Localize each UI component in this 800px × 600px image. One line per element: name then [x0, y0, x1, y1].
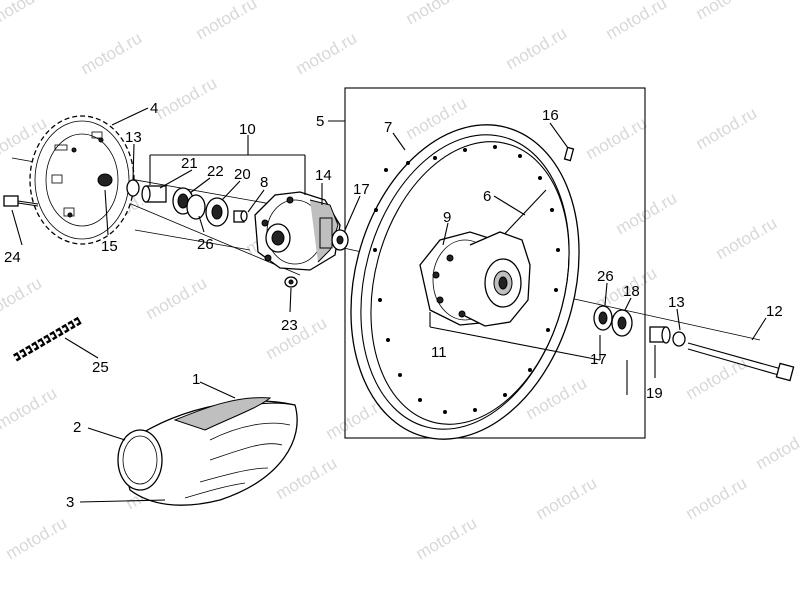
svg-text:motod.ru: motod.ru: [683, 353, 751, 403]
tyre-section: [117, 397, 298, 506]
callout-17-right: 17: [590, 351, 607, 368]
svg-text:motod.ru: motod.ru: [413, 513, 481, 563]
seal-right: [593, 305, 613, 331]
svg-text:motod.ru: motod.ru: [0, 0, 55, 28]
svg-text:motod.ru: motod.ru: [693, 0, 761, 23]
bearing-20: [205, 197, 229, 227]
svg-text:motod.ru: motod.ru: [273, 453, 341, 503]
washer-right: [672, 331, 686, 347]
rear-sprocket: [29, 115, 135, 245]
svg-text:motod.ru: motod.ru: [613, 188, 681, 238]
svg-text:motod.ru: motod.ru: [0, 383, 60, 433]
callout-1: 1: [192, 371, 200, 388]
callout-17-left: 17: [353, 181, 370, 198]
svg-text:motod.ru: motod.ru: [193, 0, 261, 43]
valve-stem: [563, 146, 575, 162]
sprocket-bolt: [3, 195, 39, 207]
svg-text:motod.ru: motod.ru: [143, 273, 211, 323]
callout-labels: 1 2 3 4 5 6 7 8 9 10 11 12 13 13 14 15 1…: [4, 100, 783, 511]
callout-9: 9: [443, 209, 451, 226]
callout-23: 23: [281, 317, 298, 334]
callout-19: 19: [646, 385, 663, 402]
nut-23: [284, 276, 298, 288]
callout-3: 3: [66, 494, 74, 511]
wheel-hub: [419, 231, 531, 327]
svg-text:motod.ru: motod.ru: [293, 28, 361, 78]
callout-15: 15: [101, 238, 118, 255]
bearing-18: [611, 309, 633, 337]
wheel-assembly-frame: [344, 87, 646, 439]
axle-line-sprocket: [134, 229, 251, 251]
spacer-19: [649, 326, 671, 344]
callout-6: 6: [483, 188, 491, 205]
svg-text:motod.ru: motod.ru: [3, 513, 71, 563]
callout-26-right: 26: [597, 268, 614, 285]
callout-18: 18: [623, 283, 640, 300]
spacer-8: [233, 210, 248, 223]
callout-4: 4: [150, 100, 158, 117]
svg-text:motod.ru: motod.ru: [753, 423, 800, 473]
svg-text:motod.ru: motod.ru: [0, 273, 45, 323]
spacer-17-left: [331, 229, 349, 251]
callout-16: 16: [542, 107, 559, 124]
svg-text:motod.ru: motod.ru: [603, 0, 671, 43]
axle-shaft: [687, 342, 795, 382]
drive-chain: [12, 316, 83, 362]
callout-14: 14: [315, 167, 332, 184]
svg-text:motod.ru: motod.ru: [683, 473, 751, 523]
callout-20: 20: [234, 166, 251, 183]
callout-7: 7: [384, 119, 392, 136]
callout-2: 2: [73, 419, 81, 436]
callout-25: 25: [92, 359, 109, 376]
callout-10: 10: [239, 121, 256, 138]
callout-13-left: 13: [125, 129, 142, 146]
callout-5: 5: [316, 113, 324, 130]
svg-text:motod.ru: motod.ru: [503, 23, 571, 73]
svg-text:motod.ru: motod.ru: [153, 73, 221, 123]
callout-8: 8: [260, 174, 268, 191]
callout-13-right: 13: [668, 294, 685, 311]
svg-text:motod.ru: motod.ru: [583, 113, 651, 163]
washer-left: [126, 179, 140, 197]
callout-21: 21: [181, 155, 198, 172]
leader-lines: [11, 107, 767, 503]
inner-tube: [117, 429, 163, 491]
spacer-21: [141, 185, 167, 203]
callout-12: 12: [766, 303, 783, 320]
svg-text:motod.ru: motod.ru: [713, 213, 781, 263]
rim-strip: [173, 397, 272, 431]
svg-text:motod.ru: motod.ru: [403, 0, 471, 28]
callout-22: 22: [207, 163, 224, 180]
svg-text:motod.ru: motod.ru: [693, 103, 761, 153]
callout-24: 24: [4, 249, 21, 266]
callout-11: 11: [431, 344, 447, 361]
svg-text:motod.ru: motod.ru: [533, 473, 601, 523]
svg-text:motod.ru: motod.ru: [78, 28, 146, 78]
callout-26-left: 26: [197, 236, 214, 253]
seal-left: [186, 194, 206, 220]
sprocket-carrier: [254, 191, 341, 271]
